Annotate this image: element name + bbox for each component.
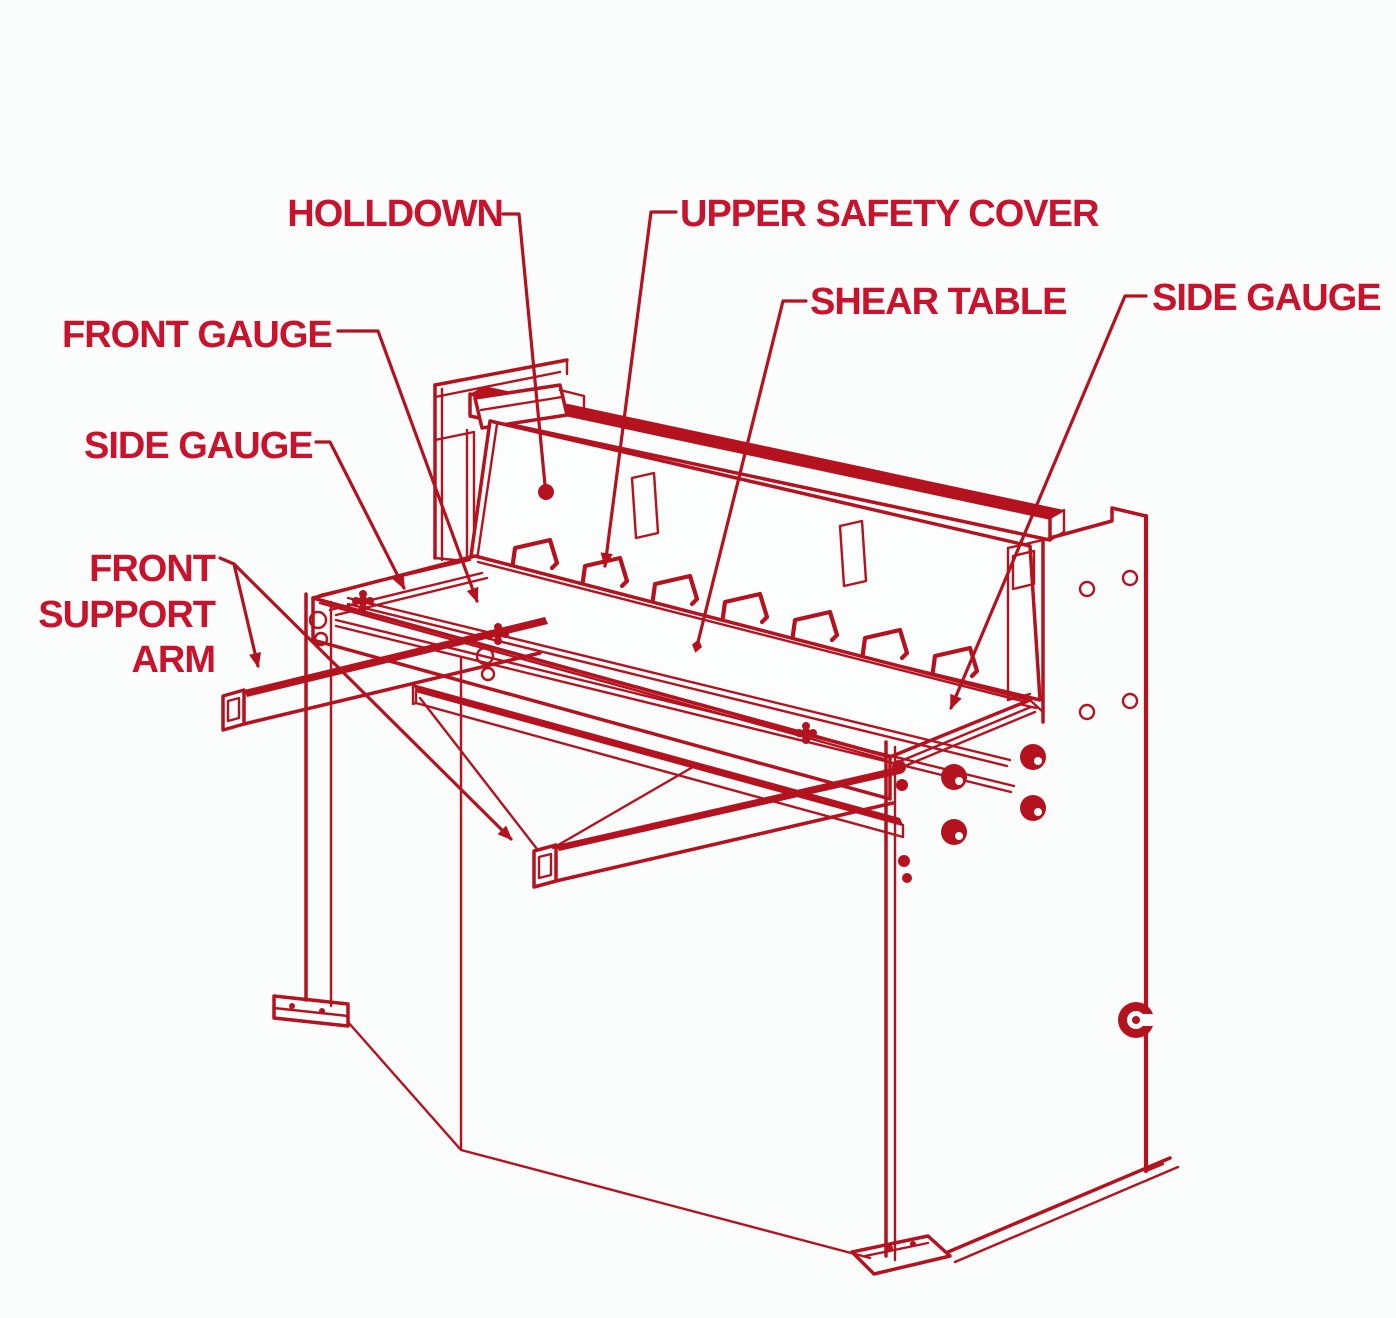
strip-hooks xyxy=(892,760,912,883)
right-panel xyxy=(1048,506,1165,1174)
leader-lines xyxy=(218,210,1148,841)
leader-front-gauge xyxy=(336,329,479,603)
left-leg xyxy=(272,592,872,1260)
leader-side-gauge-left xyxy=(314,440,406,590)
base-rail-left xyxy=(346,1020,872,1260)
leader-upper-safety-cover xyxy=(600,210,678,569)
front-gauge-bar xyxy=(411,682,905,839)
right-side-frame xyxy=(850,506,1180,1276)
label-front-support-arm-line3: ARM xyxy=(131,639,215,681)
front-support-arm-1 xyxy=(221,617,548,732)
leader-side-gauge-right xyxy=(949,294,1148,710)
arm-mount-hooks xyxy=(308,610,496,682)
base-rail-right xyxy=(946,1156,1172,1254)
label-upper-safety-cover: UPPER SAFETY COVER xyxy=(680,193,1099,235)
label-holldown: HOLLDOWN xyxy=(287,193,503,235)
cover-slot xyxy=(838,519,868,588)
gauge-clamp-knob xyxy=(795,722,817,744)
leader-front-support-arm-2 xyxy=(232,562,513,841)
leader-shear-table xyxy=(692,299,808,653)
side-knob xyxy=(1118,1002,1155,1038)
gauge-clamp-knob xyxy=(352,590,374,612)
front-support-arm-2 xyxy=(418,696,900,889)
holddown-clips xyxy=(509,537,980,681)
panel-bolt-holes xyxy=(1078,569,1139,721)
label-front-gauge: FRONT GAUGE xyxy=(62,314,332,356)
arm-brace xyxy=(551,762,700,850)
back-frame xyxy=(433,358,569,564)
label-side-gauge-right: SIDE GAUGE xyxy=(1152,277,1381,319)
label-shear-table: SHEAR TABLE xyxy=(810,281,1066,323)
label-front-support-arm-line1: FRONT xyxy=(89,548,216,590)
label-front-support-arm-line2: SUPPORT xyxy=(38,594,215,636)
front-foot-plate xyxy=(850,1234,952,1276)
machine-drawing xyxy=(221,358,1180,1276)
cover-slot xyxy=(630,471,660,540)
arm-brace xyxy=(418,696,539,851)
front-face-holes xyxy=(941,744,1046,845)
leader-holldown xyxy=(501,212,554,500)
label-front-support-arm: FRONT SUPPORT ARM xyxy=(38,548,216,681)
labels: HOLLDOWN UPPER SAFETY COVER SHEAR TABLE … xyxy=(38,193,1381,681)
side-gauge-right-bar xyxy=(894,705,1037,770)
holddown-crosshead xyxy=(473,383,586,430)
label-side-gauge-left: SIDE GAUGE xyxy=(84,425,313,467)
